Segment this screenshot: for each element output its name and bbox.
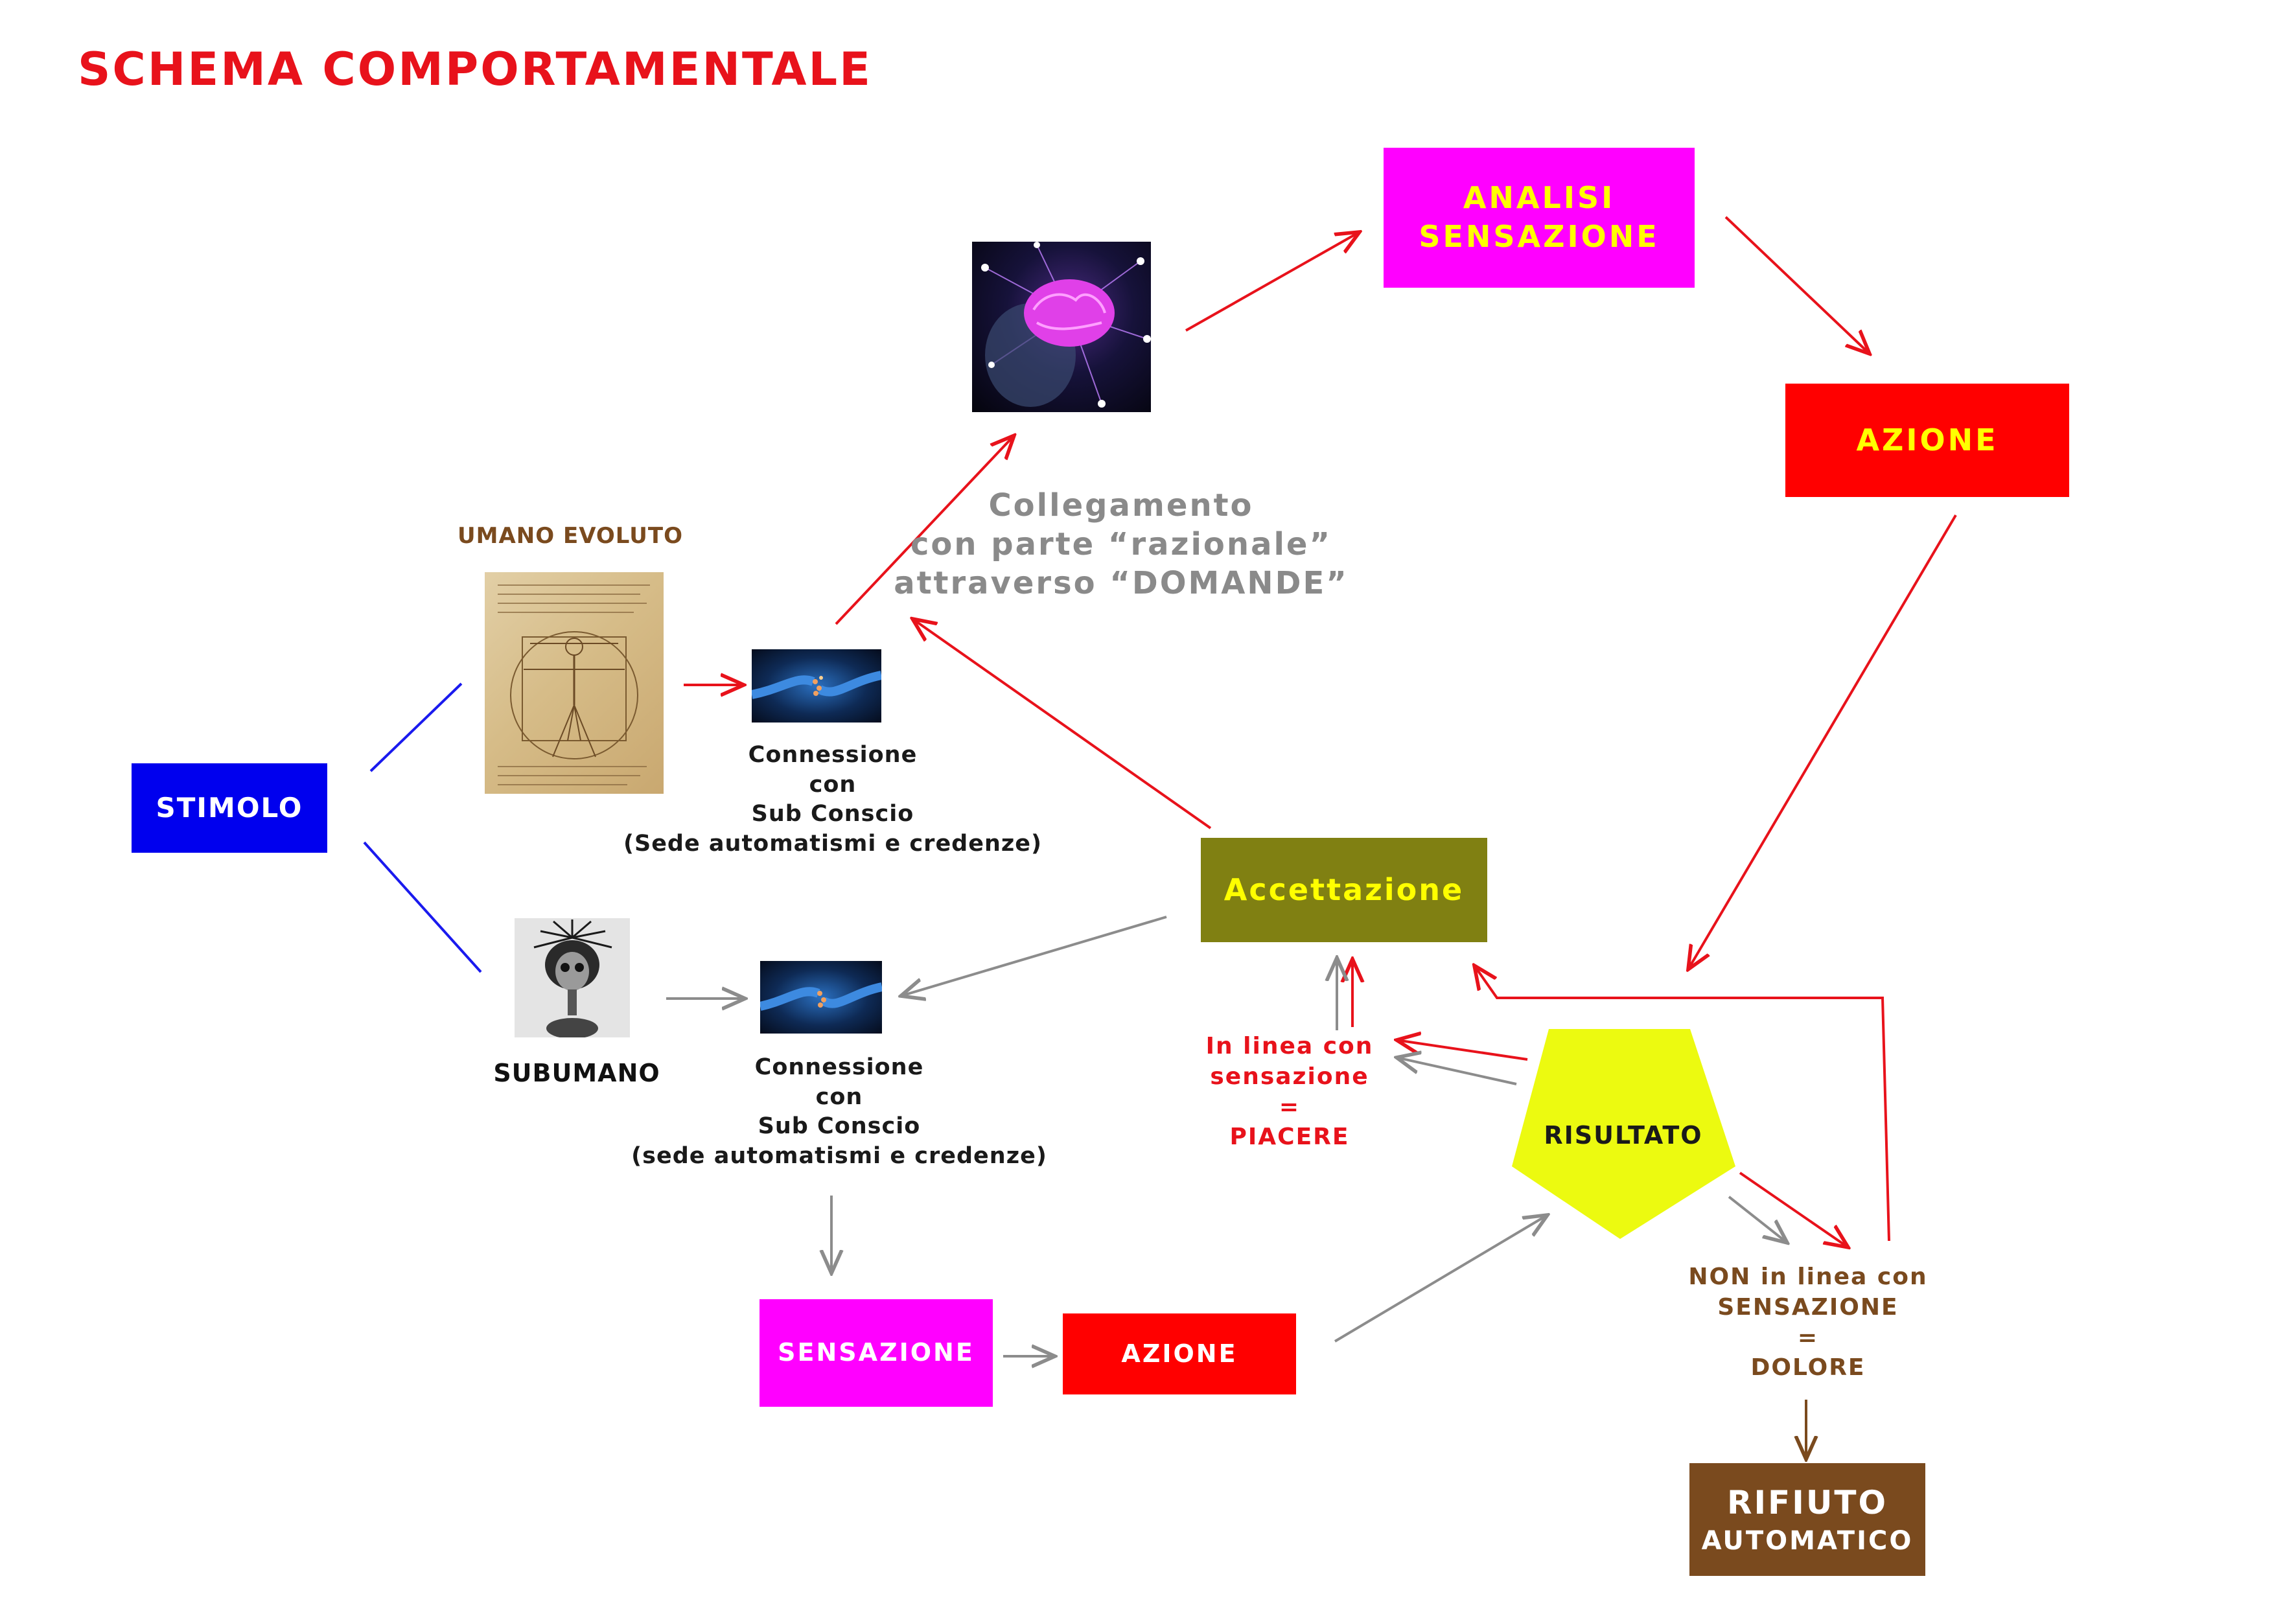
azione-bottom-label: AZIONE (1121, 1339, 1238, 1368)
line-stimolo-subumano (363, 841, 482, 973)
vitruvian-man-image (485, 572, 664, 794)
analisi-sensazione-label: ANALISI SENSAZIONE (1419, 180, 1660, 254)
line-stimolo-evoluto (369, 682, 463, 772)
stimolo-label: STIMOLO (156, 791, 303, 824)
umano-evoluto-label: UMANO EVOLUTO (458, 523, 683, 549)
sensazione-label: SENSAZIONE (778, 1338, 975, 1367)
azione-top-label: AZIONE (1856, 422, 1999, 457)
page-title: SCHEMA COMPORTAMENTALE (78, 43, 872, 96)
non-in-linea-label: NON in linea con SENSAZIONE = DOLORE (1688, 1264, 1928, 1382)
accettazione-box: Accettazione (1201, 838, 1487, 942)
risultato-shape (1512, 1029, 1735, 1239)
connessione-subumano-label: Connessione con Sub Conscio (sede automa… (631, 1054, 1047, 1169)
risultato-label: RISULTATO (1544, 1121, 1703, 1150)
creature-image (515, 918, 630, 1037)
analisi-sensazione-box: ANALISI SENSAZIONE (1384, 148, 1695, 288)
collegamento-label: Collegamento con parte “razionale” attra… (894, 487, 1349, 601)
sensazione-box: SENSAZIONE (760, 1299, 993, 1407)
azione-bottom-box: AZIONE (1063, 1313, 1296, 1394)
brain-image (972, 242, 1151, 412)
connessione-evoluto-label: Connessione con Sub Conscio (Sede automa… (623, 742, 1042, 857)
azione-top-box: AZIONE (1785, 384, 2069, 497)
stimolo-box: STIMOLO (132, 763, 327, 853)
neuron-synapse-image (752, 649, 881, 723)
rifiuto-label-2: AUTOMATICO (1701, 1525, 1914, 1556)
subumano-label: SUBUMANO (493, 1059, 660, 1087)
rifiuto-label-1: RIFIUTO (1726, 1483, 1888, 1521)
neuron-synapse-image-subumano (760, 961, 882, 1034)
in-linea-label: In linea con sensazione = PIACERE (1205, 1033, 1374, 1151)
accettazione-label: Accettazione (1223, 872, 1465, 907)
rifiuto-automatico-box: RIFIUTO AUTOMATICO (1689, 1463, 1925, 1576)
